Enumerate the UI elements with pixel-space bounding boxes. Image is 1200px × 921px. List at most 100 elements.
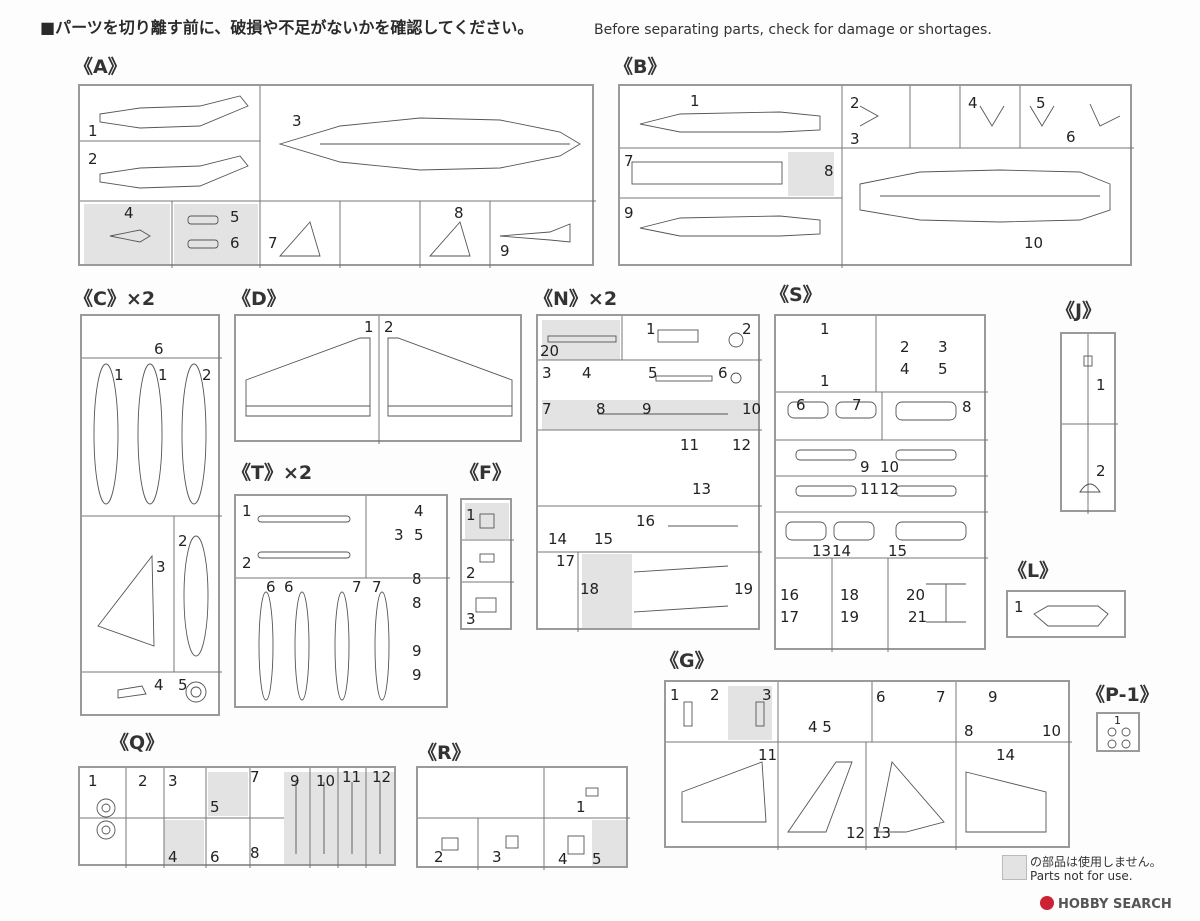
part-number: 1 [690,92,700,110]
part-number: 2 [900,338,910,356]
sprue-r: 1 2 3 4 5 [416,766,630,870]
part-number: 9 [412,642,422,660]
part-number: 19 [734,580,754,598]
part-number: 3 [466,610,476,628]
part-number: 16 [780,586,800,604]
part-number: 20 [906,586,926,604]
part-number: 3 [542,364,552,382]
part-number: 1 [1096,376,1106,394]
part-number: 10 [742,400,762,418]
sprue-g: 1 2 3 4 5 6 7 9 8 10 11 14 12 13 [664,680,1072,850]
part-number: 18 [580,580,600,598]
part-number: 1 [576,798,586,816]
part-number: 15 [594,530,614,548]
part-number: 4 [154,676,164,694]
group-label-d: 《D》 [232,288,286,310]
part-number: 4 [168,848,178,866]
part-number: 13 [812,542,832,560]
legend-en: Parts not for use. [1030,869,1133,883]
group-label-f: 《F》 [460,462,511,484]
part-number: 6 [284,578,294,596]
sprue-g-drawing [666,682,1072,850]
part-number: 3 [492,848,502,866]
part-number: 4 5 [808,718,832,736]
part-number: 6 [876,688,886,706]
part-number: 2 [742,320,752,338]
part-number: 4 [558,850,568,868]
part-number: 9 [412,666,422,684]
part-number: 9 [988,688,998,706]
part-number: 9 [642,400,652,418]
unused-parts-swatch [1002,855,1027,880]
group-label-r: 《R》 [418,742,471,764]
part-number: 2 [202,366,212,384]
part-number: 8 [596,400,606,418]
part-number: 3 [292,112,302,130]
part-number: 5 [414,526,424,544]
part-number: 4 [582,364,592,382]
part-number: 1 [242,502,252,520]
part-number: 2 [138,772,148,790]
sprue-j-drawing [1062,334,1118,514]
group-label-g: 《G》 [660,650,714,672]
group-label-c: 《C》×2 [74,288,156,310]
sprue-d: 1 2 [234,314,522,444]
part-number: 7 [372,578,382,596]
part-number: 2 [466,564,476,582]
sprue-b: 1 2 3 4 5 6 7 8 9 10 [618,84,1134,268]
part-number: 3 [938,338,948,356]
part-number: 8 [962,398,972,416]
part-number: 3 [762,686,772,704]
part-number: 21 [908,608,928,626]
part-number: 4 [124,204,134,222]
part-number: 1 [466,506,476,524]
part-number: 7 [624,152,634,170]
sprue-n-drawing [538,316,762,632]
part-number: 1 [820,320,830,338]
part-number: 17 [556,552,576,570]
part-number: 13 [872,824,892,842]
part-number: 9 [290,772,300,790]
part-number: 1 [88,122,98,140]
part-number: 14 [996,746,1016,764]
part-number: 6 [718,364,728,382]
part-number: 13 [692,480,712,498]
part-number: 2 [178,532,188,550]
part-number: 5 [648,364,658,382]
part-number: 1 [158,366,168,384]
sprue-p1-drawing [1107,727,1131,749]
group-label-q: 《Q》 [110,732,165,754]
group-label-b: 《B》 [614,56,667,78]
part-number: 7 [250,768,260,786]
part-number: 11 [758,746,778,764]
part-number: 19 [840,608,860,626]
sprue-l: 1 [1006,590,1126,638]
part-number: 1 [646,320,656,338]
part-number: 12 [880,480,900,498]
header-jp: ■パーツを切り離す前に、破損や不足がないかを確認してください。 [40,18,534,37]
part-number: 8 [412,570,422,588]
part-number: 11 [342,768,362,786]
sprue-f: 1 2 3 [460,498,514,630]
sprue-t-drawing [236,496,450,701]
sprue-t: 1 2 4 3 5 6 6 7 7 8 8 9 9 [234,494,450,708]
group-label-a: 《A》 [74,56,127,78]
part-number: 2 [710,686,720,704]
part-number: 6 [1066,128,1076,146]
part-number: 14 [832,542,852,560]
part-number: 2 [242,554,252,572]
sprue-l-drawing [1033,605,1109,627]
part-number: 4 [414,502,424,520]
part-number: 14 [548,530,568,548]
part-number: 2 [384,318,394,336]
sprue-j: 1 2 [1060,332,1118,514]
group-label-s: 《S》 [770,284,822,306]
part-number: 10 [1042,722,1062,740]
sprue-n: 1 2 20 3 4 5 6 7 8 9 10 11 12 13 14 15 1… [536,314,762,632]
group-label-p1: 《P-1》 [1086,684,1159,706]
sprue-r-drawing [418,768,630,870]
header-en: Before separating parts, check for damag… [594,22,992,38]
part-number: 12 [732,436,752,454]
part-number: 6 [266,578,276,596]
part-number: 5 [592,850,602,868]
